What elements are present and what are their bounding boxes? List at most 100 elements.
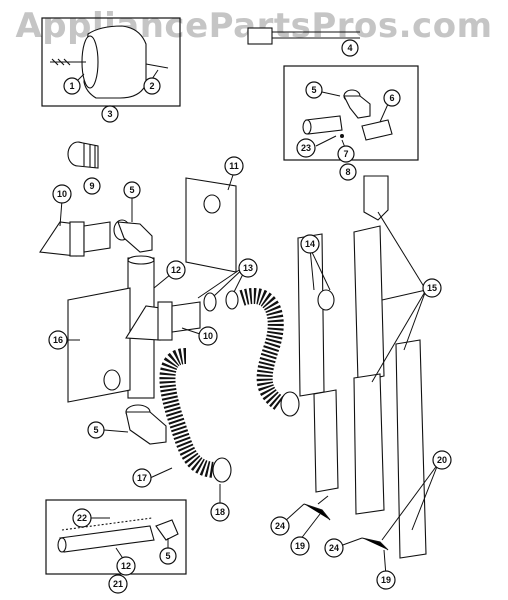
- callout-16-label: 16: [53, 335, 63, 345]
- callout-12-kit-label: 12: [121, 561, 131, 571]
- wall-plate-hole: [103, 369, 121, 391]
- duct-adapter-group: [247, 27, 360, 45]
- callout-22: 22: [72, 508, 92, 528]
- callout-1-label: 1: [69, 81, 74, 91]
- flex-connector-group: [67, 141, 99, 169]
- callout-12-main-label: 12: [171, 265, 181, 275]
- callout-15-label: 15: [427, 283, 437, 293]
- elbow-kit-plate: [361, 119, 393, 141]
- callout-22-label: 22: [77, 513, 87, 523]
- template-sheet-hole: [203, 194, 221, 214]
- callout-3-label: 3: [107, 109, 112, 119]
- callout-19-lower-label: 19: [381, 575, 391, 585]
- callout-2: 2: [143, 77, 161, 95]
- duct-adapter: [247, 27, 273, 45]
- callout-16: 16: [48, 330, 68, 350]
- callout-11-label: 11: [229, 161, 239, 171]
- wall-plate: [67, 287, 131, 403]
- middle-wall-cap-flange: [157, 301, 173, 341]
- callout-5-lower-label: 5: [93, 425, 98, 435]
- callout-8: 8: [339, 163, 357, 181]
- duct-section-mid: [353, 373, 385, 515]
- callout-5-upper: 5: [123, 181, 141, 199]
- pipe-kit-elbow: [155, 519, 179, 541]
- motor-shaft: [145, 63, 169, 69]
- callout-19-lower: 19: [376, 570, 396, 590]
- callout-7: 7: [337, 145, 355, 163]
- wall-cap-flange: [69, 221, 85, 257]
- elbow-kit-group: [283, 65, 419, 161]
- callout-17-label: 17: [137, 473, 147, 483]
- clamp-ring-2: [225, 290, 239, 310]
- drill-bit-flutes: [51, 58, 71, 66]
- callout-13-label: 13: [243, 263, 253, 273]
- elbow-kit-pipe-end: [302, 119, 312, 135]
- callout-5-lower: 5: [87, 421, 105, 439]
- callout-4-label: 4: [347, 43, 352, 53]
- callout-6: 6: [383, 89, 401, 107]
- callout-10-middle-label: 10: [203, 331, 213, 341]
- pipe-kit-box: [45, 499, 187, 575]
- callout-24-upper: 24: [270, 516, 290, 536]
- callout-2-label: 2: [149, 81, 154, 91]
- duct-section-tall: [353, 225, 385, 383]
- callout-24-lower: 24: [324, 538, 344, 558]
- pipe-kit-tape: [61, 517, 153, 531]
- callout-14-label: 14: [305, 239, 315, 249]
- flex-duct-right: [239, 288, 285, 411]
- flex-duct-left: [159, 348, 216, 478]
- callout-1: 1: [63, 77, 81, 95]
- clip-lower: [361, 537, 389, 551]
- callout-9-label: 9: [89, 181, 94, 191]
- callout-21-label: 21: [113, 579, 123, 589]
- duct-sections-group: [297, 175, 427, 559]
- lower-elbow: [125, 411, 167, 445]
- callout-6-label: 6: [389, 93, 394, 103]
- pipe-kit-pipe-end: [57, 537, 67, 553]
- callout-8-label: 8: [345, 167, 350, 177]
- middle-wall-cap-pipe: [171, 301, 201, 333]
- flex-connector-ribs: [83, 143, 96, 168]
- blower-assembly-group: [41, 17, 181, 107]
- pipe-kit-group: [45, 499, 187, 575]
- callout-20-label: 20: [437, 455, 447, 465]
- callout-14: 14: [300, 234, 320, 254]
- callout-23-label: 23: [301, 143, 311, 153]
- clip-upper: [303, 495, 331, 521]
- elbow-kit-elbow: [343, 95, 371, 119]
- callout-23: 23: [296, 138, 316, 158]
- flex-connector-body: [77, 141, 99, 169]
- duct-section-left-bottom: [313, 389, 339, 493]
- elbow-kit-screw: [340, 134, 344, 138]
- callout-15: 15: [422, 278, 442, 298]
- callout-19-upper: 19: [290, 536, 310, 556]
- callout-24-upper-label: 24: [275, 521, 285, 531]
- duct-section-right: [395, 339, 427, 559]
- wall-cap-pipe: [83, 221, 111, 253]
- callout-12-kit: 12: [116, 556, 136, 576]
- callout-17: 17: [132, 468, 152, 488]
- callout-11: 11: [224, 156, 244, 176]
- callout-9: 9: [83, 177, 101, 195]
- callout-18-label: 18: [215, 507, 225, 517]
- vertical-pipe-top: [127, 255, 155, 265]
- flex-duct-left-end: [212, 457, 232, 483]
- duct-section-port: [317, 289, 335, 311]
- template-sheet: [185, 177, 237, 273]
- callout-24-lower-label: 24: [329, 543, 339, 553]
- callout-13: 13: [238, 258, 258, 278]
- duct-transition: [363, 175, 389, 221]
- upper-elbow: [117, 221, 153, 253]
- callout-20: 20: [432, 450, 452, 470]
- callout-4: 4: [341, 39, 359, 57]
- callout-7-label: 7: [343, 149, 348, 159]
- clamp-ring-1: [203, 292, 217, 312]
- callout-5-top-box: 5: [305, 81, 323, 99]
- callout-10-upper: 10: [52, 184, 72, 204]
- callout-12-main: 12: [166, 260, 186, 280]
- upper-wall-cap-group: [39, 219, 153, 257]
- callout-5-kit-label: 5: [165, 551, 170, 561]
- callout-19-upper-label: 19: [295, 541, 305, 551]
- callout-10-upper-label: 10: [57, 189, 67, 199]
- callout-21: 21: [108, 574, 128, 594]
